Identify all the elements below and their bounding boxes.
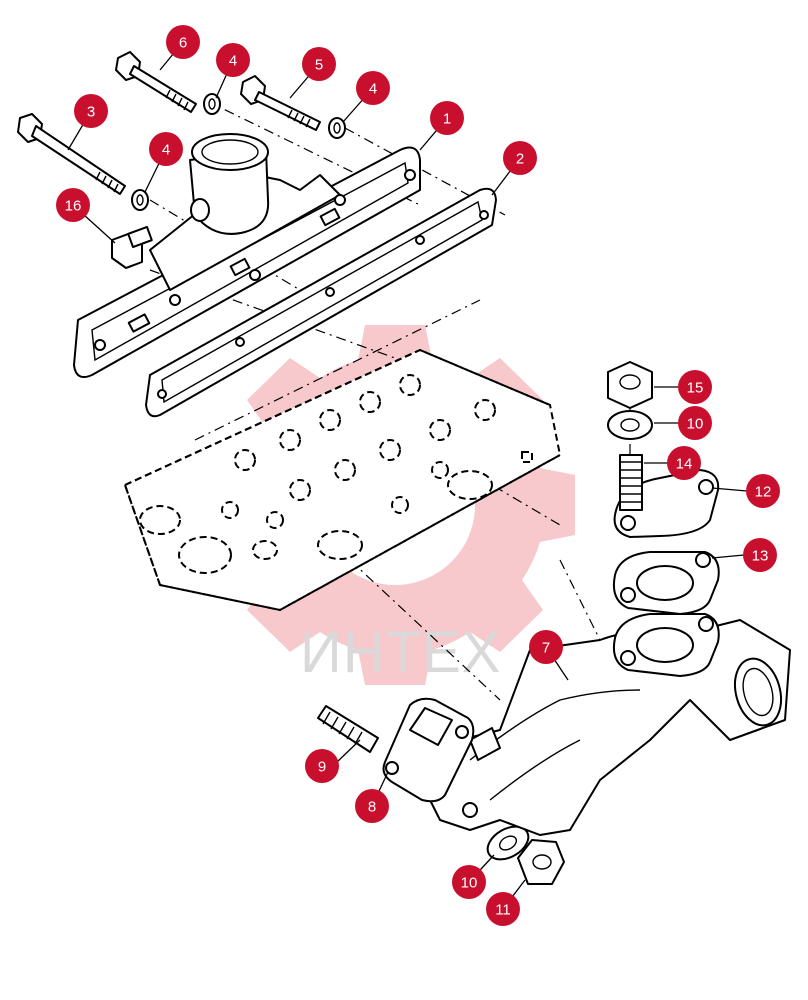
stud-14 <box>619 454 643 511</box>
lock-washer-4b <box>328 117 346 139</box>
callout-2-label: 2 <box>516 151 524 168</box>
callout-4-upper-right: 4 <box>356 71 390 105</box>
callout-4b-marker <box>356 71 390 105</box>
cylinder-head <box>123 348 562 612</box>
callout-16: 16 <box>56 188 90 222</box>
watermark-text: ИНТЕХ <box>300 620 501 685</box>
callout-8-marker <box>355 789 389 823</box>
inlet-manifold <box>73 133 421 378</box>
exhaust-gasket-8 <box>382 697 475 803</box>
callout-6-label: 6 <box>179 35 187 52</box>
callout-11-marker <box>486 892 520 926</box>
callout-2: 2 <box>503 141 537 175</box>
callout-10b-label: 10 <box>461 875 478 892</box>
callout-7-marker <box>529 630 563 664</box>
callout-1: 1 <box>430 101 464 135</box>
callout-1-label: 1 <box>443 111 451 128</box>
callout-10b-marker <box>452 865 486 899</box>
hex-nut-15 <box>607 361 653 409</box>
callout-13: 13 <box>743 538 777 572</box>
callout-8: 8 <box>355 789 389 823</box>
callout-16-label: 16 <box>65 198 82 215</box>
plug-16 <box>111 226 153 269</box>
callout-16-marker <box>56 188 90 222</box>
callout-12: 12 <box>746 474 780 508</box>
callout-3: 3 <box>74 94 108 128</box>
callout-10a-marker <box>678 406 712 440</box>
callout-13-label: 13 <box>752 548 769 565</box>
callout-4c-marker <box>149 132 183 166</box>
callout-4a-marker <box>216 43 250 77</box>
flat-washer-10-lower <box>486 825 530 861</box>
callout-4c-label: 4 <box>162 142 170 159</box>
bolt-5 <box>240 75 321 131</box>
exhaust-manifold-7 <box>429 613 791 836</box>
callout-4a-label: 4 <box>229 53 237 70</box>
callout-6: 6 <box>166 25 200 59</box>
callout-13-marker <box>743 538 777 572</box>
callout-3-marker <box>74 94 108 128</box>
callout-15-label: 15 <box>687 380 704 397</box>
callout-10-upper: 10 <box>678 406 712 440</box>
callout-14-label: 14 <box>676 456 693 473</box>
callout-14-marker <box>667 446 701 480</box>
lock-washer-4c <box>131 189 149 211</box>
callout-4-upper-left: 4 <box>216 43 250 77</box>
callout-5-label: 5 <box>315 57 323 74</box>
callouts: 1 2 3 4 4 4 5 6 <box>56 25 780 926</box>
callout-8-label: 8 <box>368 799 376 816</box>
callout-9: 9 <box>305 749 339 783</box>
stud-9 <box>317 705 379 753</box>
callout-5: 5 <box>302 47 336 81</box>
callout-11: 11 <box>486 892 520 926</box>
callout-9-label: 9 <box>318 759 326 776</box>
inlet-manifold-gasket <box>145 187 497 418</box>
callout-2-marker <box>503 141 537 175</box>
callout-10a-label: 10 <box>687 416 704 433</box>
callout-4b-label: 4 <box>369 81 377 98</box>
callout-11-label: 11 <box>495 902 511 919</box>
callout-15: 15 <box>678 370 712 404</box>
callout-9-marker <box>305 749 339 783</box>
hex-nut-11 <box>517 839 565 885</box>
callout-5-marker <box>302 47 336 81</box>
callout-12-marker <box>746 474 780 508</box>
flat-washer-10-upper <box>607 410 653 440</box>
callout-7-label: 7 <box>542 640 550 657</box>
callout-3-label: 3 <box>87 104 95 121</box>
bolt-6 <box>115 51 197 113</box>
bolt-3 <box>17 113 126 195</box>
exhaust-gasket-13 <box>612 551 720 615</box>
lock-washer-4a <box>203 93 221 115</box>
callout-6-marker <box>166 25 200 59</box>
callout-10-lower: 10 <box>452 865 486 899</box>
callout-4-lower: 4 <box>149 132 183 166</box>
callout-1-marker <box>430 101 464 135</box>
callout-15-marker <box>678 370 712 404</box>
callout-12-label: 12 <box>755 484 772 501</box>
callout-7: 7 <box>529 630 563 664</box>
callout-14: 14 <box>667 446 701 480</box>
